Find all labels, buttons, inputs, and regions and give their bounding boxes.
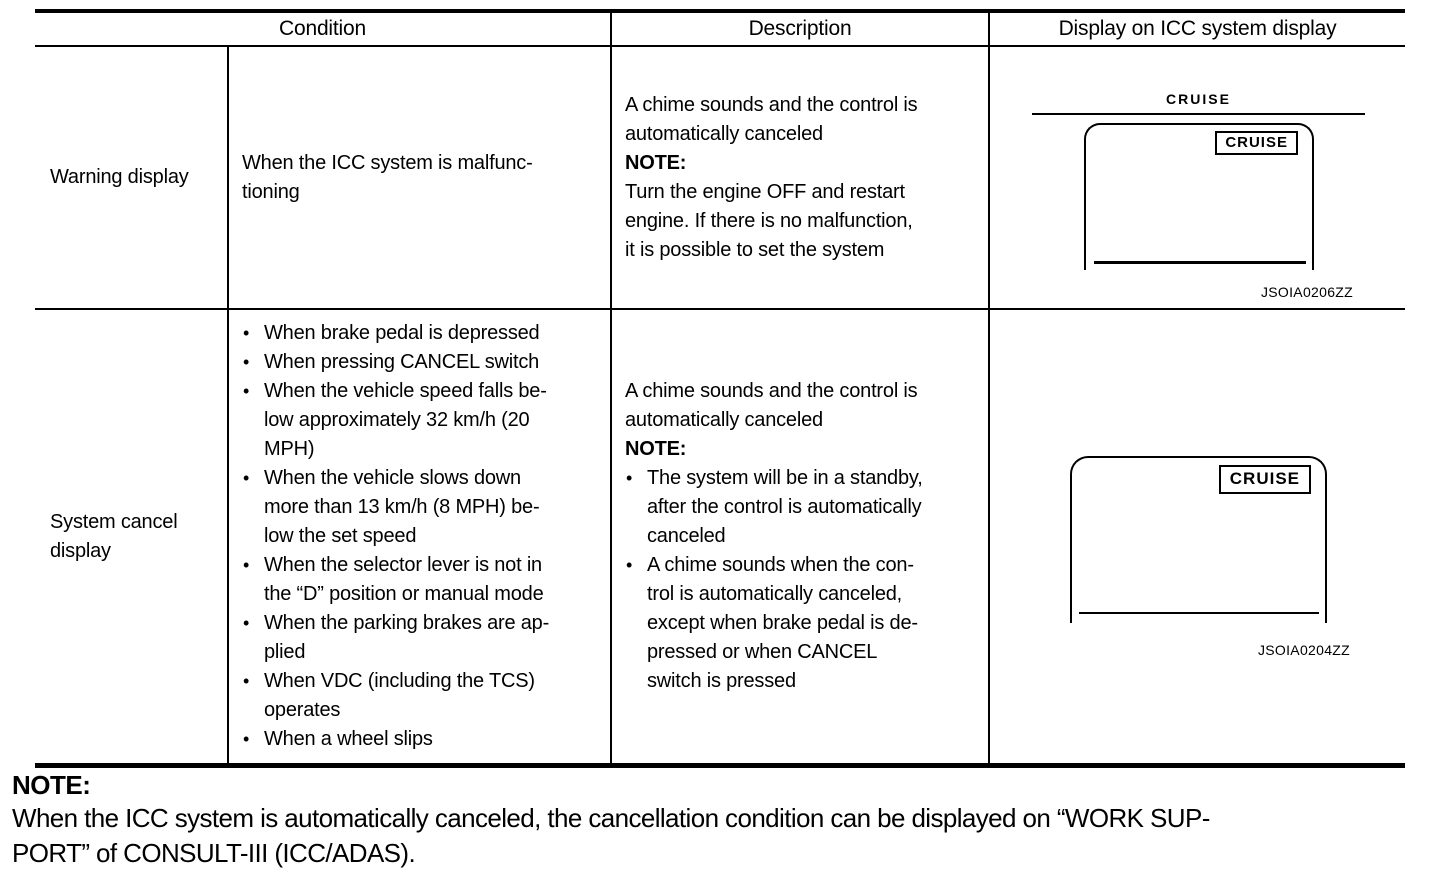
description-intro: A chime sounds and the control is automa… (625, 93, 918, 145)
bullet-marker: • (626, 555, 633, 575)
list-item-text: When the vehicle speed falls be- low app… (264, 380, 547, 460)
bullet-marker: • (243, 468, 250, 488)
display-bezel: CRUISE (1084, 123, 1314, 270)
footnote-note-label: NOTE: (12, 770, 91, 800)
bullet-marker: • (243, 613, 250, 633)
list-item: • When a wheel slips (242, 725, 600, 754)
footnote: NOTE: When the ICC system is automatical… (12, 769, 1452, 871)
column-header-description: Description (610, 13, 988, 47)
row-warning-display-cell: CRUISE CRUISE JSOIA0206ZZ (988, 47, 1405, 310)
list-item-text: The system will be in a standby, after t… (647, 467, 923, 547)
list-item: • When pressing CANCEL switch (242, 348, 600, 377)
note-label: NOTE: (625, 151, 687, 174)
figure-rule (1032, 113, 1365, 115)
list-item-text: When brake pedal is depressed (264, 322, 540, 344)
column-header-condition: Condition (35, 13, 610, 47)
cruise-badge: CRUISE (1218, 465, 1311, 494)
condition-text: When the ICC system is malfunc- tioning (242, 151, 533, 203)
row-label: System cancel display (50, 510, 178, 562)
bullet-marker: • (626, 468, 633, 488)
row-cancel-display-cell: CRUISE JSOIA0204ZZ (988, 310, 1405, 763)
figure-id: JSOIA0204ZZ (1257, 642, 1350, 658)
column-header-condition-label: Condition (279, 17, 366, 40)
note-text: Turn the engine OFF and restart engine. … (625, 180, 913, 261)
row-cancel-label-cell: System cancel display (35, 310, 227, 763)
cruise-badge: CRUISE (1215, 131, 1298, 155)
list-item-text: When a wheel slips (264, 728, 433, 750)
description-intro: A chime sounds and the control is automa… (625, 380, 918, 431)
list-item: • When the vehicle speed falls be- low a… (242, 377, 600, 464)
column-header-description-label: Description (748, 17, 852, 40)
display-baseline (1079, 612, 1319, 614)
list-item-text: When the parking brakes are ap- plied (264, 612, 550, 663)
row-cancel-condition-cell: • When brake pedal is depressed • When p… (227, 310, 610, 763)
cruise-indicator-label: CRUISE (1166, 91, 1231, 107)
row-warning-description-cell: A chime sounds and the control is automa… (610, 47, 988, 310)
figure-id: JSOIA0206ZZ (1260, 284, 1353, 300)
display-baseline (1094, 261, 1306, 264)
footnote-text: When the ICC system is automatically can… (12, 803, 1210, 868)
list-item-text: A chime sounds when the con- trol is aut… (647, 554, 918, 692)
list-item: • A chime sounds when the con- trol is a… (625, 551, 978, 696)
list-item: • The system will be in a standby, after… (625, 464, 978, 551)
list-item-text: When the vehicle slows down more than 13… (264, 467, 540, 547)
bullet-marker: • (243, 729, 250, 749)
list-item: • When brake pedal is depressed (242, 319, 600, 348)
icc-display-figure-warning: CRUISE CRUISE JSOIA0206ZZ (990, 47, 1405, 308)
list-item: • When VDC (including the TCS) operates (242, 667, 600, 725)
list-item-text: When the selector lever is not in the “D… (264, 554, 544, 605)
column-header-display-label: Display on ICC system display (1058, 17, 1337, 40)
list-item: • When the selector lever is not in the … (242, 551, 600, 609)
icc-display-conditions-table: Condition Description Display on ICC sys… (35, 9, 1405, 768)
row-warning-condition-cell: When the ICC system is malfunc- tioning (227, 47, 610, 310)
row-label: Warning display (50, 166, 189, 188)
list-item: • When the vehicle slows down more than … (242, 464, 600, 551)
icc-display-figure-cancel: CRUISE JSOIA0204ZZ (990, 310, 1405, 763)
column-header-display: Display on ICC system display (988, 13, 1405, 47)
bullet-marker: • (243, 381, 250, 401)
list-item: • When the parking brakes are ap- plied (242, 609, 600, 667)
bullet-marker: • (243, 323, 250, 343)
row-warning-label-cell: Warning display (35, 47, 227, 310)
bullet-marker: • (243, 555, 250, 575)
bullet-marker: • (243, 352, 250, 372)
row-cancel-description-cell: A chime sounds and the control is automa… (610, 310, 988, 763)
list-item-text: When pressing CANCEL switch (264, 351, 540, 373)
list-item-text: When VDC (including the TCS) operates (264, 670, 535, 721)
display-bezel: CRUISE (1070, 456, 1327, 623)
note-label: NOTE: (625, 438, 687, 460)
bullet-marker: • (243, 671, 250, 691)
